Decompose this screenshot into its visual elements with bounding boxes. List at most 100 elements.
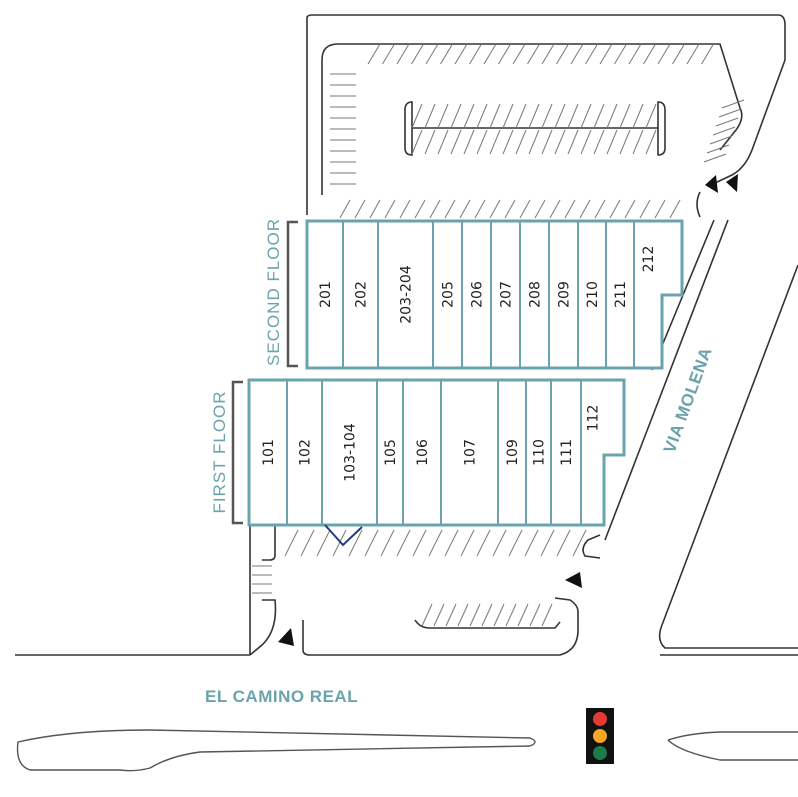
parking-stall-line (593, 103, 605, 129)
parking-stall-line (504, 199, 516, 219)
second-floor-unit-205[interactable]: 205 (441, 281, 457, 308)
parking-hatching (252, 43, 745, 627)
parking-stall-line (579, 199, 591, 219)
parking-stall-line (444, 199, 456, 219)
parking-stall-line (570, 43, 584, 65)
parking-stall-line (476, 103, 488, 129)
parking-stall-line (564, 199, 576, 219)
parking-stall-line (606, 129, 618, 155)
parking-stall-line (369, 199, 381, 219)
second-floor-dividers (342, 221, 635, 368)
parking-stall-line (483, 43, 497, 65)
first-floor-unit-101[interactable]: 101 (261, 439, 277, 466)
second-floor-unit-212[interactable]: 212 (641, 246, 657, 273)
parking-stall-line (469, 43, 482, 65)
parking-stall-line (300, 529, 315, 557)
parking-stall-line (396, 43, 410, 65)
parking-stall-line (339, 199, 351, 219)
el-camino-median-left (16, 729, 536, 772)
parking-stall-line (354, 199, 366, 219)
parking-stall-line (463, 103, 475, 129)
first-floor-unit-102[interactable]: 102 (298, 439, 314, 466)
second-floor-unit-207[interactable]: 207 (499, 281, 515, 308)
parking-stall-line (445, 603, 457, 627)
parking-stall-line (450, 129, 462, 155)
parking-stall-line (425, 43, 439, 65)
second-floor-unit-201[interactable]: 201 (318, 281, 334, 308)
parking-stall-line (411, 43, 424, 65)
parking-stall-line (433, 603, 445, 627)
parking-stall-line (498, 43, 511, 65)
via-molena-label: VIA MOLENA (660, 345, 716, 456)
first-floor-unit-112[interactable]: 112 (586, 405, 602, 432)
parking-stall-line (669, 199, 681, 219)
second-floor-block (305, 219, 684, 370)
parking-stall-line (512, 43, 526, 65)
parking-lot-inner (321, 43, 743, 195)
parking-stall-line (284, 529, 299, 557)
parking-stall-line (639, 199, 651, 219)
second-floor-unit-210[interactable]: 210 (585, 281, 601, 308)
parking-stall-line (367, 43, 381, 65)
parking-stall-line (632, 129, 644, 155)
first-floor-unit-107[interactable]: 107 (463, 439, 479, 466)
first-floor-unit-111[interactable]: 111 (559, 439, 575, 466)
parking-stall-line (721, 99, 745, 109)
parking-stall-line (541, 603, 553, 627)
parking-stall-line (384, 199, 396, 219)
parking-stall-line (599, 43, 613, 65)
parking-island (404, 101, 666, 156)
parking-stall-line (440, 43, 453, 65)
parking-stall-line (606, 103, 618, 129)
parking-stall-line (428, 529, 443, 557)
parking-stall-line (437, 103, 449, 129)
parking-stall-line (619, 103, 631, 129)
parking-stall-line (706, 144, 730, 154)
second-floor-unit-202[interactable]: 202 (354, 281, 370, 308)
parking-stall-line (424, 129, 436, 155)
parking-stall-line (619, 129, 631, 155)
parking-stall-line (529, 603, 541, 627)
parking-stall-line (701, 43, 714, 65)
second-floor-unit-209[interactable]: 209 (557, 281, 573, 308)
parking-stall-line (580, 103, 592, 129)
first-floor-unit-110[interactable]: 110 (532, 439, 548, 466)
parking-stall-line (628, 43, 642, 65)
parking-stall-line (517, 603, 529, 627)
second-floor-unit-208[interactable]: 208 (528, 281, 544, 308)
first-floor-units: 101 102 103-104 105 106 107 109 110 111 112 (261, 405, 602, 482)
parking-stall-line (524, 529, 539, 557)
parking-stall-line (580, 129, 592, 155)
parking-stall-line (489, 199, 501, 219)
el-camino-real-label: EL CAMINO REAL (205, 687, 358, 706)
parking-stall-line (593, 129, 605, 155)
parking-stall-line (572, 529, 587, 557)
parking-stall-line (437, 129, 449, 155)
first-floor-unit-103-104[interactable]: 103-104 (343, 423, 359, 482)
parking-stall-line (382, 43, 395, 65)
parking-stall-line (567, 129, 579, 155)
parking-stall-line (541, 103, 553, 129)
parking-stall-line (476, 129, 488, 155)
parking-stall-line (424, 103, 436, 129)
parking-stall-line (481, 603, 493, 627)
second-floor-unit-203-204[interactable]: 203-204 (399, 265, 415, 324)
parking-stall-line (541, 129, 553, 155)
first-floor-unit-105[interactable]: 105 (383, 439, 399, 466)
parking-stall-line (549, 199, 561, 219)
first-floor-unit-109[interactable]: 109 (505, 439, 521, 466)
second-floor-units: 201 202 203-204 205 206 207 208 209 210 211 212 (318, 246, 657, 324)
parking-stall-line (316, 529, 331, 557)
parking-stall-line (703, 153, 727, 163)
parking-stall-line (614, 43, 627, 65)
parking-stall-line (505, 603, 517, 627)
parking-stall-line (489, 103, 501, 129)
second-floor-bracket (286, 220, 298, 368)
second-floor-unit-211[interactable]: 211 (613, 281, 629, 308)
parking-stall-line (459, 199, 471, 219)
second-floor-unit-206[interactable]: 206 (470, 281, 486, 308)
first-floor-unit-106[interactable]: 106 (415, 439, 431, 466)
parking-stall-line (554, 129, 566, 155)
parking-stall-line (657, 43, 671, 65)
